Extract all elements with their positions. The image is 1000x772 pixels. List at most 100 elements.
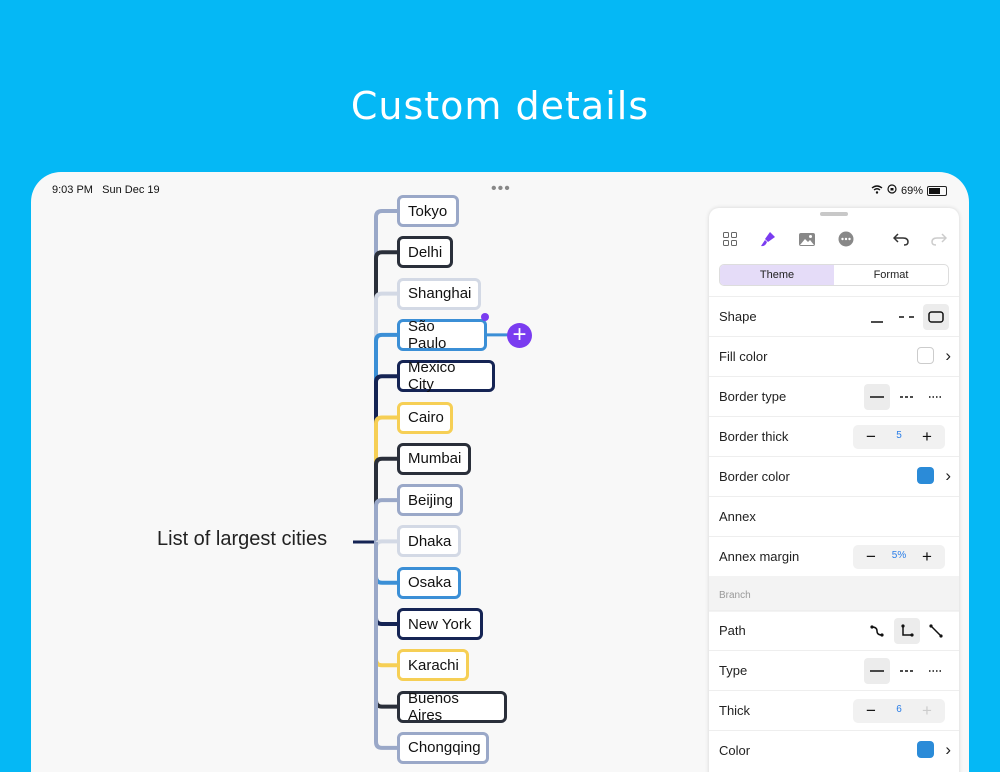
annex-margin-label: Annex margin — [719, 549, 800, 564]
branch-color-row[interactable]: Color › — [709, 730, 959, 770]
city-node[interactable]: Mumbai — [397, 442, 471, 475]
headline: Custom details — [350, 84, 650, 128]
city-node[interactable]: São Paulo — [397, 318, 487, 352]
decrease-button[interactable]: − — [866, 701, 876, 720]
branch-thick-stepper: − 6 + — [853, 699, 945, 723]
path-label: Path — [719, 623, 746, 638]
branch-line — [374, 542, 397, 585]
format-panel: Theme Format Shape Fill color › Border t… — [709, 208, 959, 772]
rotation-lock-icon — [887, 184, 897, 197]
panel-grabber[interactable] — [820, 212, 848, 216]
path-elbow-option[interactable] — [894, 618, 920, 644]
annex-margin-row: Annex margin − 5% + — [709, 536, 959, 576]
city-node[interactable]: Mexico City — [397, 359, 495, 393]
shape-dashed-option[interactable] — [894, 304, 920, 330]
border-solid-option[interactable] — [864, 384, 890, 410]
city-node[interactable]: Dhaka — [397, 525, 461, 558]
redo-icon[interactable] — [928, 228, 950, 250]
border-thick-value: 5 — [896, 430, 902, 441]
fill-color-label: Fill color — [719, 349, 768, 364]
fill-color-swatch[interactable] — [917, 347, 934, 364]
city-node[interactable]: Buenos Aires — [397, 690, 507, 724]
branch-section-label: Branch — [719, 590, 751, 601]
branch-line — [374, 542, 397, 668]
wifi-icon — [871, 184, 883, 197]
branch-type-label: Type — [719, 663, 748, 678]
branch-solid-option[interactable] — [864, 658, 890, 684]
city-node[interactable]: Shanghai — [397, 277, 481, 310]
branch-line — [374, 415, 397, 542]
branch-color-label: Color — [719, 743, 751, 758]
branch-line — [374, 291, 397, 542]
chevron-right-icon: › — [945, 346, 951, 365]
shape-rect-option[interactable] — [923, 304, 949, 330]
border-type-label: Border type — [719, 389, 787, 404]
annex-row[interactable]: Annex — [709, 496, 959, 536]
mindmap-canvas — [353, 209, 509, 750]
city-node[interactable]: Chongqing — [397, 731, 489, 764]
status-indicators: 69% — [871, 184, 947, 197]
annex-label: Annex — [719, 509, 756, 524]
chevron-right-icon: › — [945, 740, 951, 759]
brush-icon[interactable] — [757, 228, 779, 250]
fill-color-row[interactable]: Fill color › — [709, 336, 959, 376]
root-node[interactable]: List of largest cities — [157, 528, 328, 550]
battery-percent: 69% — [900, 184, 923, 197]
tab-format[interactable]: Format — [873, 269, 909, 281]
border-color-label: Border color — [719, 469, 790, 484]
city-node[interactable]: Cairo — [397, 401, 453, 434]
city-node[interactable]: Karachi — [397, 649, 469, 682]
border-dotted-option[interactable] — [923, 384, 949, 410]
border-dashed-option[interactable] — [894, 384, 920, 410]
more-icon[interactable] — [835, 228, 857, 250]
border-type-row: Border type — [709, 376, 959, 416]
add-node-button[interactable]: + — [507, 323, 532, 348]
branch-line — [374, 374, 397, 542]
city-node[interactable]: Tokyo — [397, 195, 459, 227]
path-row: Path — [709, 610, 959, 650]
branch-thick-value: 6 — [896, 704, 902, 715]
border-thick-label: Border thick — [719, 429, 789, 444]
branch-type-row: Type — [709, 650, 959, 690]
branch-thick-label: Thick — [719, 703, 751, 718]
branch-dashed-option[interactable] — [894, 658, 920, 684]
branch-thick-row: Thick − 6 + — [709, 690, 959, 730]
border-color-row[interactable]: Border color › — [709, 456, 959, 496]
battery-icon — [927, 185, 947, 196]
theme-format-tabs: Theme Format — [719, 264, 949, 286]
decrease-button[interactable]: − — [866, 547, 876, 566]
branch-line — [374, 498, 397, 542]
path-straight-option[interactable] — [923, 618, 949, 644]
annex-margin-value: 5% — [891, 550, 907, 561]
city-node[interactable]: New York — [397, 608, 483, 640]
branch-line — [374, 250, 397, 542]
shape-underline-option[interactable] — [864, 304, 890, 330]
chevron-right-icon: › — [945, 466, 951, 485]
branch-dotted-option[interactable] — [923, 658, 949, 684]
shape-row: Shape — [709, 296, 959, 336]
path-curve-option[interactable] — [864, 618, 890, 644]
tab-theme[interactable]: Theme — [720, 265, 834, 285]
border-thick-row: Border thick − 5 + — [709, 416, 959, 456]
multitask-dots-icon[interactable]: ••• — [491, 180, 511, 197]
border-color-swatch[interactable] — [917, 467, 934, 484]
decrease-button[interactable]: − — [866, 427, 876, 446]
city-node[interactable]: Beijing — [397, 484, 463, 517]
border-thick-stepper: − 5 + — [853, 425, 945, 449]
selection-handle[interactable] — [481, 313, 489, 321]
shape-label: Shape — [719, 309, 757, 324]
image-icon[interactable] — [796, 228, 818, 250]
branch-line — [374, 539, 397, 548]
branch-line — [374, 332, 397, 542]
city-node[interactable]: Delhi — [397, 236, 453, 269]
increase-button[interactable]: + — [922, 427, 932, 446]
branch-line — [374, 542, 397, 750]
city-node[interactable]: Osaka — [397, 566, 461, 599]
branch-section-header: Branch — [709, 576, 959, 612]
undo-icon[interactable] — [890, 228, 912, 250]
increase-button[interactable]: + — [922, 547, 932, 566]
increase-button[interactable]: + — [922, 701, 932, 720]
grid-icon[interactable] — [719, 228, 741, 250]
branch-line — [374, 456, 397, 542]
